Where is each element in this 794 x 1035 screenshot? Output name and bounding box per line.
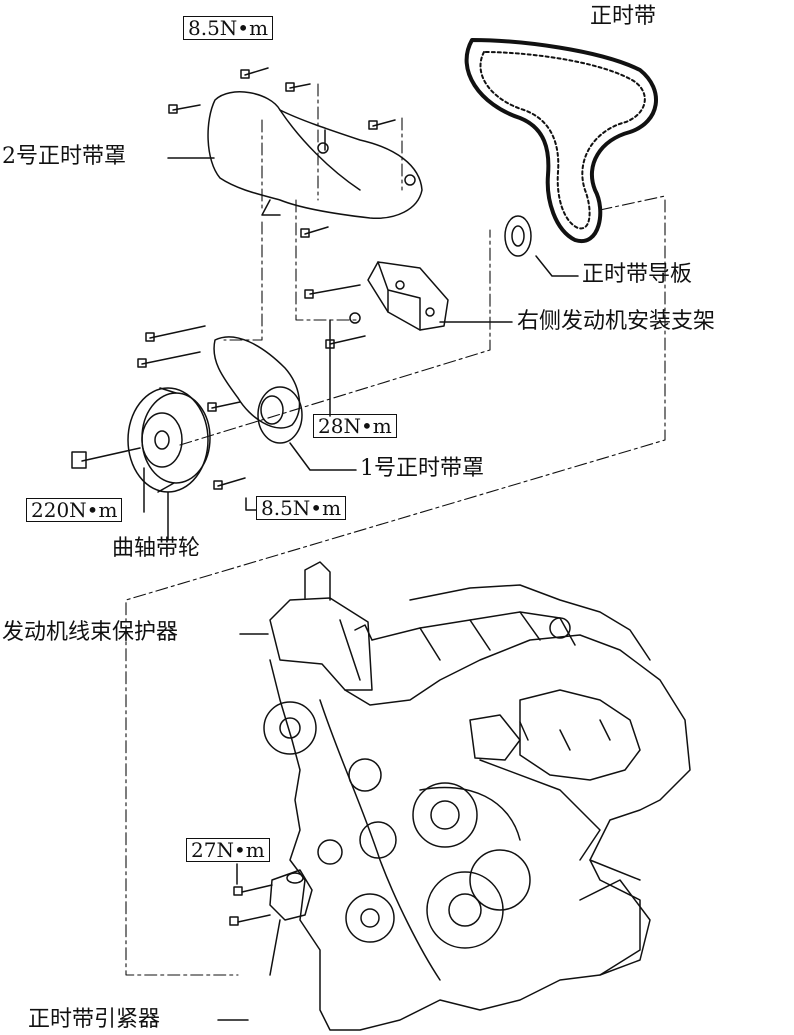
label-rh-mount-bracket: 右侧发动机安装支架 [517,309,716,334]
label-belt-guide: 正时带导板 [582,262,693,287]
mount-bracket-drawing [304,261,449,349]
label-crank-pulley: 曲轴带轮 [112,536,201,561]
belt-guide-drawing [504,215,532,257]
torque-mount-bracket: 28N•m [313,414,397,438]
cover-no2-drawing [207,91,423,219]
torque-crank-pulley: 220N•m [26,498,123,522]
center-lines [125,83,666,976]
torque-tensioner: 27N•m [186,838,270,862]
label-cover-no2: 2号正时带罩 [2,144,126,169]
label-tensioner: 正时带引紧器 [28,1007,161,1032]
label-cover-no1: 1号正时带罩 [360,456,484,481]
torque-cover-no2: 8.5N•m [183,16,274,40]
torque-cover-no1: 8.5N•m [256,496,347,520]
leader-lines-bottom [217,633,269,1021]
bolts-top [168,67,396,238]
crank-pulley-drawing [71,387,211,493]
leader-lines-top [143,157,579,541]
label-timing-belt: 正时带 [590,4,657,29]
cover-no1-drawing [137,325,303,490]
label-harness-protector: 发动机线束保护器 [2,620,179,645]
tensioner-drawing [229,863,313,976]
engine-assembly-drawing [263,561,691,1031]
timing-belt-drawing [464,38,658,244]
